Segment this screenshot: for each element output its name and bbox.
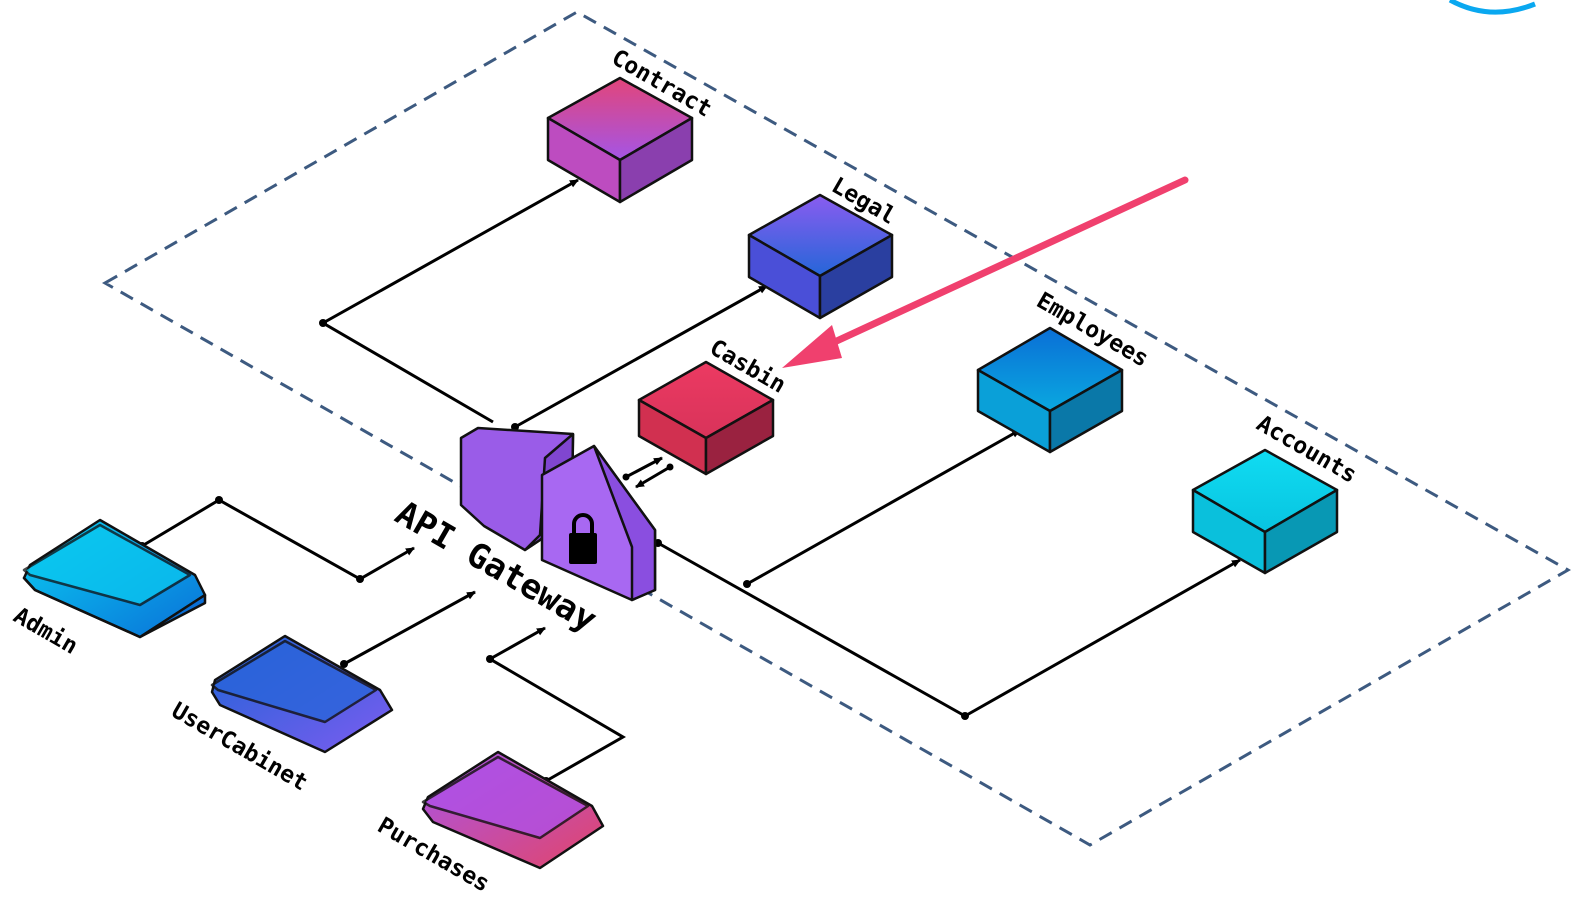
api-gateway[interactable]: API Gateway: [389, 426, 657, 640]
padlock-icon: [569, 513, 597, 564]
client-usercabinet[interactable]: UserCabinet: [167, 634, 394, 796]
service-casbin[interactable]: Casbin: [637, 335, 790, 476]
logo-fragment: [1448, 0, 1536, 15]
highlight-arrow: [782, 176, 1189, 368]
services-boundary: [101, 10, 1571, 847]
client-admin[interactable]: Admin: [9, 518, 207, 660]
client-purchases[interactable]: Purchases: [373, 750, 605, 898]
service-employees[interactable]: Employees: [976, 288, 1153, 454]
gateway-to-services-edges: [319, 178, 1241, 720]
service-accounts[interactable]: Accounts: [1191, 411, 1361, 575]
client-admin-label: Admin: [9, 603, 82, 660]
clients-to-gateway-edges: [138, 496, 626, 785]
service-legal[interactable]: Legal: [747, 173, 900, 320]
service-contract[interactable]: Contract: [546, 45, 716, 204]
gateway-casbin-edges: [622, 456, 674, 489]
